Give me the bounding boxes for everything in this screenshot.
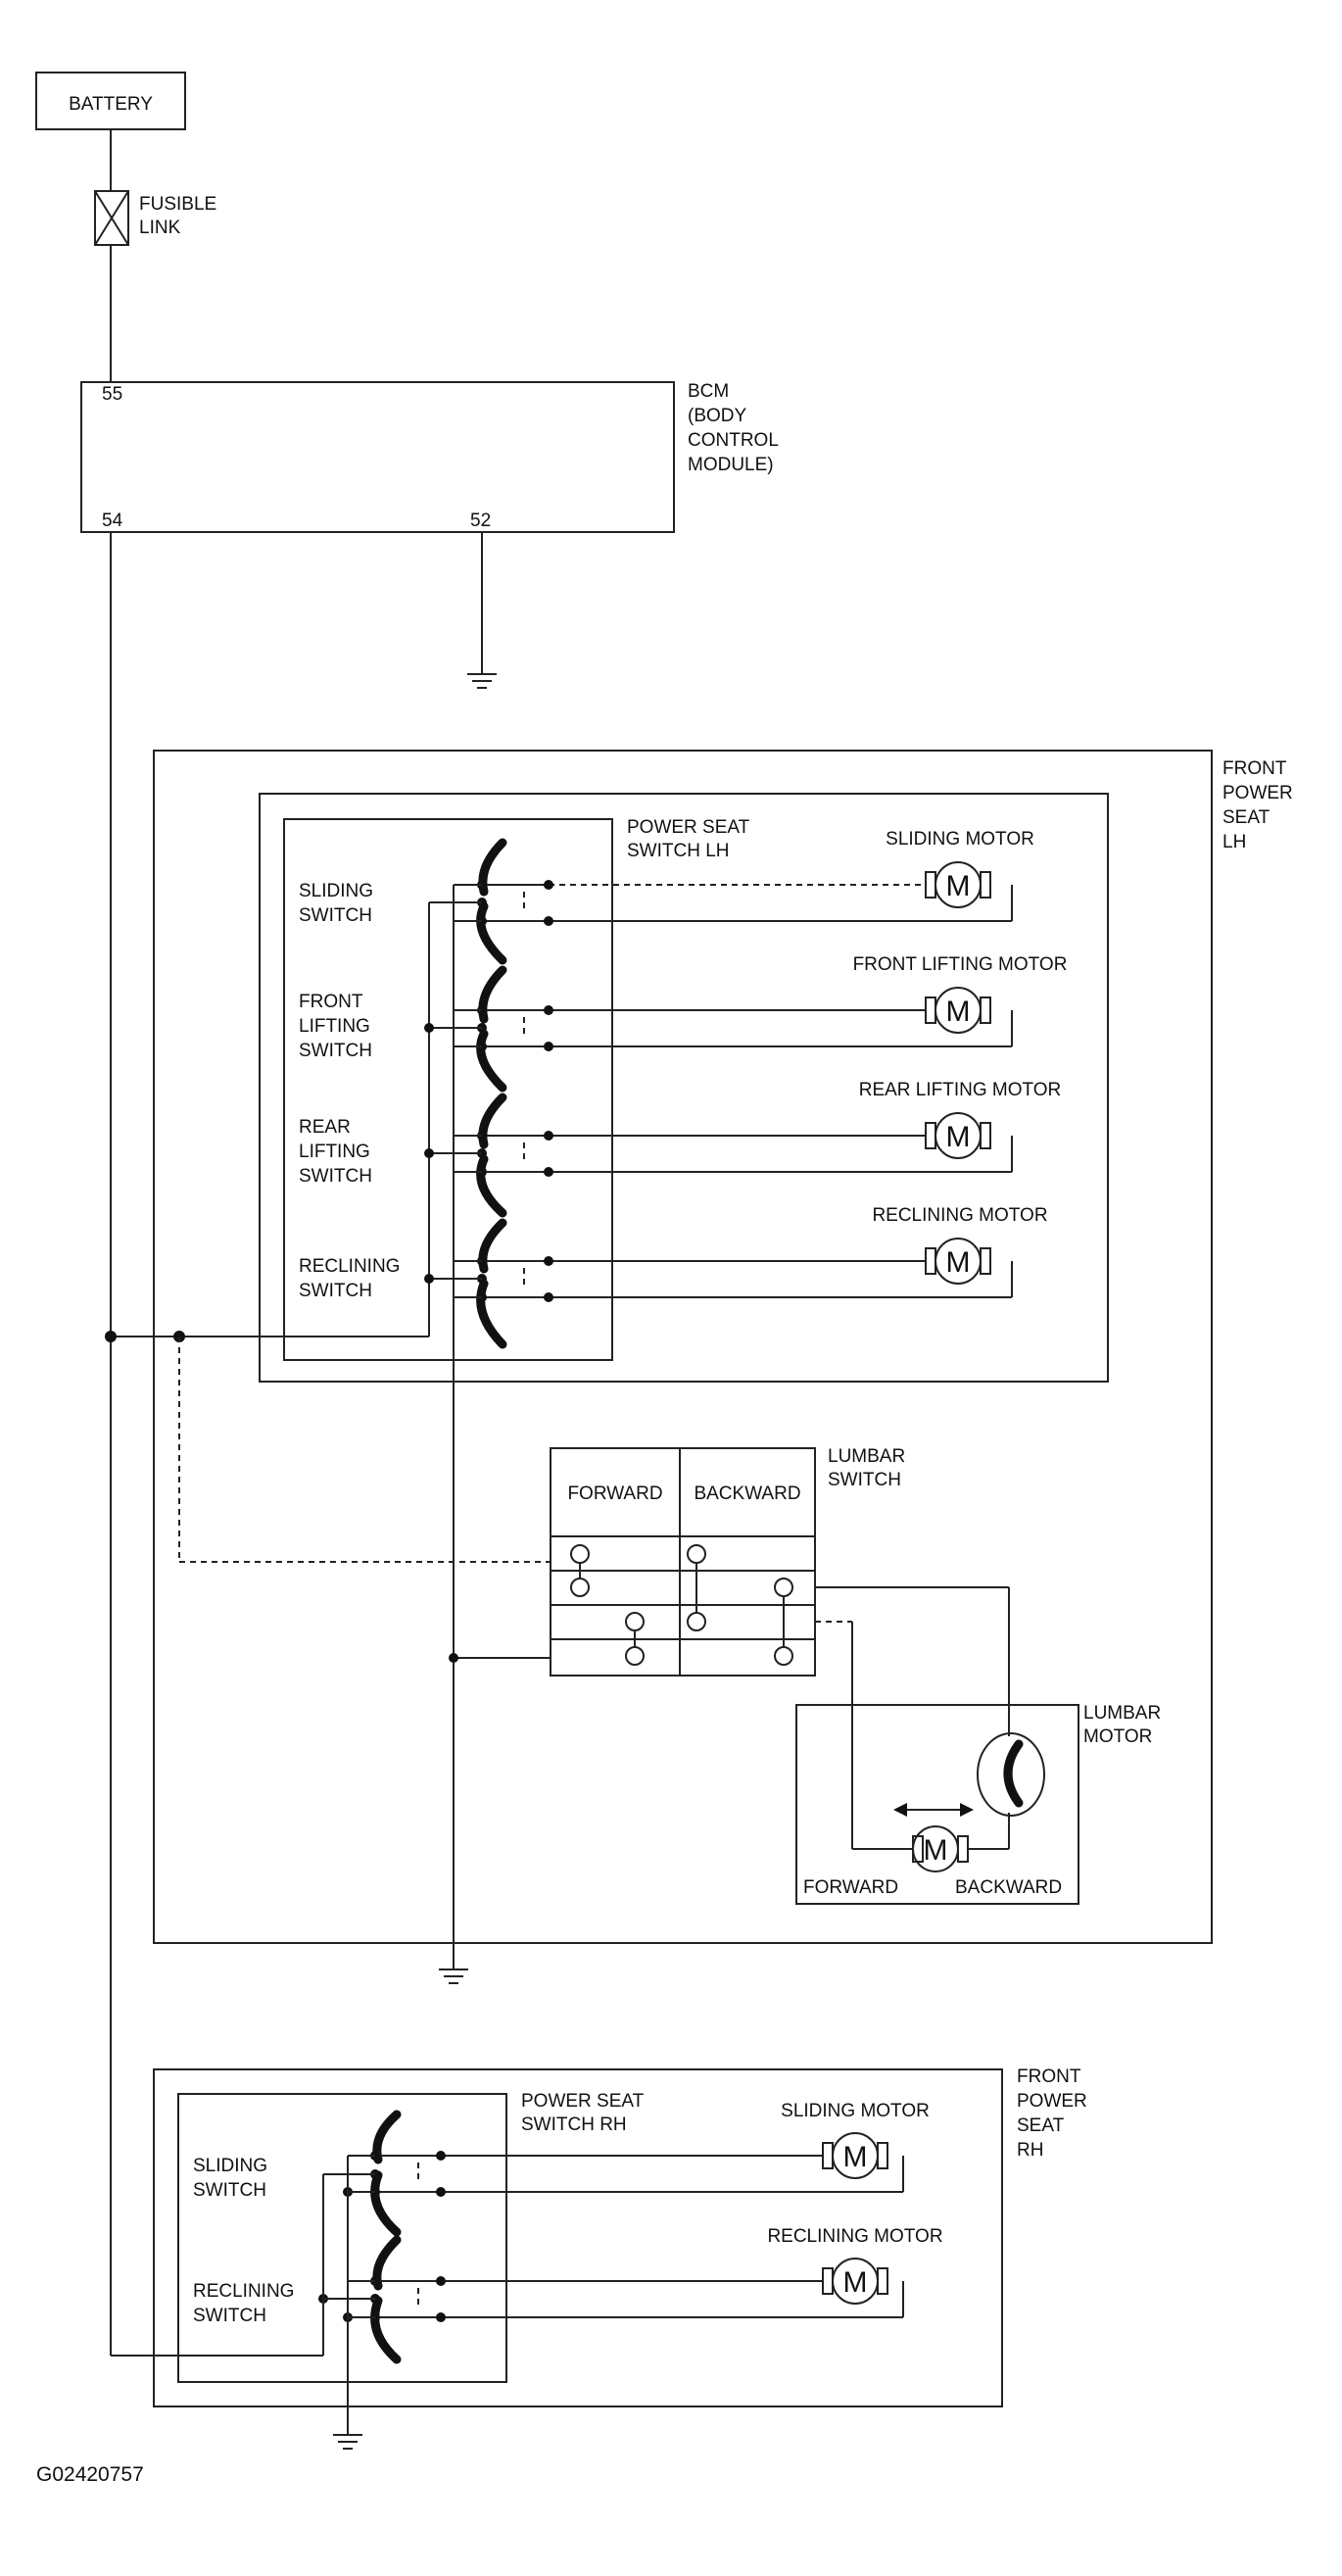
sliding-switch-label-2: SWITCH xyxy=(299,905,372,926)
front-power-seat-rh: FRONT POWER SEAT RH xyxy=(153,2066,1087,2407)
motor-symbol: M xyxy=(946,870,971,902)
lumbar-switch: FORWARD BACKWARD LUMBAR SWITCH xyxy=(550,1446,905,1677)
lumbar-switch-label-1: LUMBAR xyxy=(828,1446,905,1467)
bcm-label-2: (BODY xyxy=(688,406,747,426)
rh-reclining-switch-label-1: RECLINING xyxy=(193,2281,294,2302)
rear-lifting-motor: M REAR LIFTING MOTOR xyxy=(859,1080,1062,1159)
rear-lifting-switch-label-3: SWITCH xyxy=(299,1166,372,1187)
sliding-motor-rh: M SLIDING MOTOR xyxy=(781,2101,930,2179)
lumbar-motor-backward-label: BACKWARD xyxy=(955,1877,1062,1898)
front-lh-label-2: POWER xyxy=(1222,783,1293,803)
bcm-label-1: BCM xyxy=(688,381,729,402)
lumbar-motor: LUMBAR MOTOR FORWARD BACKWARD M xyxy=(795,1703,1161,1905)
lumbar-forward-label: FORWARD xyxy=(567,1483,662,1504)
motor-symbol: M xyxy=(843,2141,868,2173)
battery: BATTERY xyxy=(35,72,186,130)
rh-reclining-motor-label: RECLINING MOTOR xyxy=(767,2226,942,2247)
front-lifting-motor: M FRONT LIFTING MOTOR xyxy=(853,954,1068,1034)
front-lifting-switch-label-3: SWITCH xyxy=(299,1041,372,1061)
rear-lifting-switch-label-1: REAR xyxy=(299,1117,351,1138)
front-power-seat-lh: FRONT POWER SEAT LH xyxy=(153,750,1293,1944)
lumbar-backward-label: BACKWARD xyxy=(694,1483,800,1504)
lumbar-motor-forward-label: FORWARD xyxy=(803,1877,898,1898)
battery-label: BATTERY xyxy=(69,94,153,115)
rear-lifting-switch-label-2: LIFTING xyxy=(299,1142,370,1162)
bcm-pin-54: 54 xyxy=(102,510,123,531)
fusible-link-label-1: FUSIBLE xyxy=(139,194,216,215)
switch-lh-label-1: POWER SEAT xyxy=(627,817,750,838)
switch-lh-label-2: SWITCH LH xyxy=(627,841,730,861)
power-seat-switch-lh: POWER SEAT SWITCH LH xyxy=(283,817,750,1361)
figure-id: G02420757 xyxy=(36,2463,144,2486)
reclining-switch-label-2: SWITCH xyxy=(299,1281,372,1301)
motor-symbol: M xyxy=(946,1121,971,1153)
sliding-motor-lh: M SLIDING MOTOR xyxy=(886,829,1034,908)
ground-symbol-lh xyxy=(439,1968,468,1984)
rh-sliding-switch-label-1: SLIDING xyxy=(193,2156,267,2176)
rh-sliding-motor-label: SLIDING MOTOR xyxy=(781,2101,930,2121)
bcm-label-4: MODULE) xyxy=(688,455,774,475)
lumbar-motor-label-1: LUMBAR xyxy=(1083,1703,1161,1724)
power-seat-switch-rh: POWER SEAT SWITCH RH xyxy=(177,2091,645,2383)
bcm-pin-52: 52 xyxy=(470,510,491,531)
sliding-motor-label: SLIDING MOTOR xyxy=(886,829,1034,850)
front-rh-label-2: POWER xyxy=(1017,2091,1087,2112)
front-rh-label-3: SEAT xyxy=(1017,2115,1065,2136)
fusible-link-label-2: LINK xyxy=(139,218,181,238)
reclining-switch-label-1: RECLINING xyxy=(299,1256,400,1277)
reclining-motor-lh: M RECLINING MOTOR xyxy=(872,1205,1048,1285)
front-lh-label-3: SEAT xyxy=(1222,807,1270,828)
switch-rh-label-2: SWITCH RH xyxy=(521,2114,627,2135)
sliding-switch-label-1: SLIDING xyxy=(299,881,373,901)
switch-contacts-rh xyxy=(370,2110,402,2364)
motor-symbol: M xyxy=(843,2266,868,2299)
front-lifting-motor-label: FRONT LIFTING MOTOR xyxy=(853,954,1068,975)
reclining-motor-label: RECLINING MOTOR xyxy=(872,1205,1047,1226)
bcm-pin-55: 55 xyxy=(102,384,122,405)
bcm-label-3: CONTROL xyxy=(688,430,779,451)
lumbar-switch-label-2: SWITCH xyxy=(828,1470,901,1490)
motor-symbol: M xyxy=(924,1834,948,1867)
motor-symbol: M xyxy=(946,1246,971,1279)
switch-rh-label-1: POWER SEAT xyxy=(521,2091,645,2112)
rh-sliding-switch-label-2: SWITCH xyxy=(193,2180,266,2201)
front-lifting-switch-label-2: LIFTING xyxy=(299,1016,370,1037)
lumbar-motor-label-2: MOTOR xyxy=(1083,1726,1152,1747)
bcm-module: 55 54 52 BCM (BODY CONTROL MODULE) xyxy=(80,381,779,533)
front-lh-label-1: FRONT xyxy=(1222,758,1287,779)
ground-symbol-bcm xyxy=(467,673,497,689)
motor-symbol: M xyxy=(946,996,971,1028)
fusible-link: FUSIBLE LINK xyxy=(94,190,216,246)
ground-symbol-rh xyxy=(333,2434,362,2450)
reclining-motor-rh: M RECLINING MOTOR xyxy=(767,2226,943,2305)
front-rh-label-1: FRONT xyxy=(1017,2066,1081,2087)
front-lifting-switch-label-1: FRONT xyxy=(299,992,363,1012)
rear-lifting-motor-label: REAR LIFTING MOTOR xyxy=(859,1080,1062,1100)
rh-reclining-switch-label-2: SWITCH xyxy=(193,2306,266,2326)
front-rh-label-4: RH xyxy=(1017,2140,1043,2161)
front-lh-label-4: LH xyxy=(1222,832,1246,852)
